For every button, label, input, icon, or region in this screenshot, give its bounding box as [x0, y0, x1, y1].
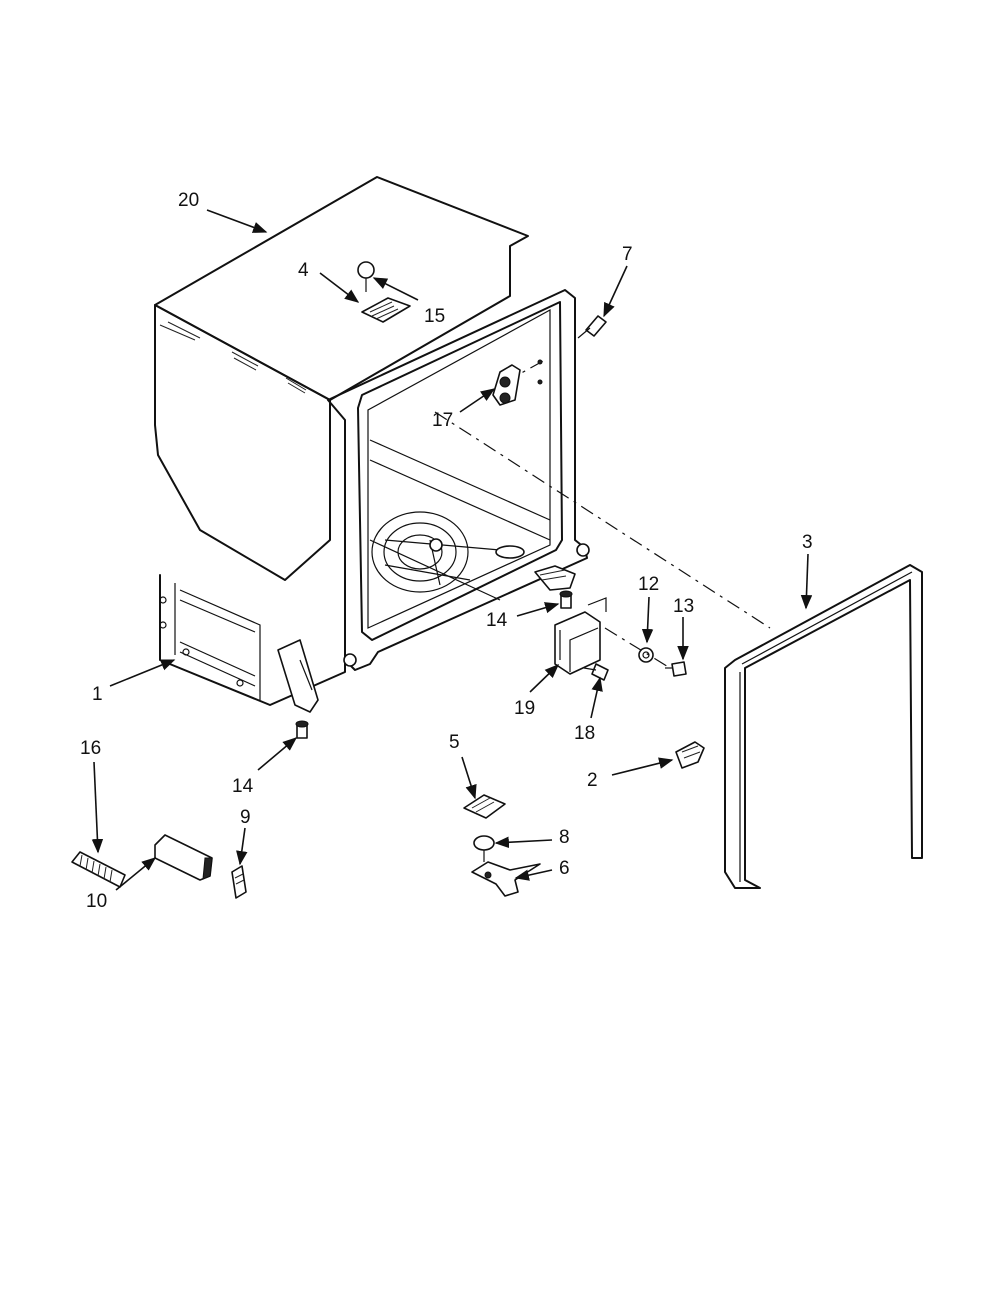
callout-8: 8 [559, 827, 570, 848]
callout-14-lower: 14 [232, 776, 254, 797]
callout-6: 6 [559, 858, 570, 879]
clip-2 [675, 741, 705, 769]
bracket-6 [471, 861, 541, 897]
callout-10: 10 [86, 891, 107, 912]
callout-1: 1 [92, 684, 103, 705]
door-seal [724, 564, 923, 889]
leader-lines [91, 209, 813, 891]
callout-17: 17 [432, 410, 453, 431]
leveling-leg-upper [559, 590, 573, 609]
callout-14-upper: 14 [486, 610, 508, 631]
screw-18 [583, 663, 609, 681]
screw-13 [665, 661, 687, 677]
callout-16: 16 [80, 738, 101, 759]
label-5 [463, 794, 506, 819]
callout-2: 2 [587, 770, 598, 791]
bracket-19 [554, 597, 607, 675]
callout-4: 4 [298, 260, 309, 281]
callout-5: 5 [449, 732, 460, 753]
callout-12: 12 [638, 574, 659, 595]
callout-7: 7 [622, 244, 633, 265]
callout-9: 9 [240, 807, 251, 828]
pad-10 [154, 834, 213, 881]
spring-16 [71, 851, 126, 888]
tub-assembly [154, 176, 771, 713]
screw-8 [473, 835, 495, 862]
callout-18: 18 [574, 723, 595, 744]
callout-19: 19 [514, 698, 535, 719]
callout-labels: 20 4 15 7 17 3 12 13 14 19 18 1 2 14 16 … [80, 190, 813, 912]
callout-3: 3 [802, 532, 813, 553]
callout-13: 13 [673, 596, 694, 617]
clip-9 [231, 865, 247, 899]
leveling-leg-lower [295, 720, 309, 739]
callout-15: 15 [424, 306, 445, 327]
callout-20: 20 [178, 190, 199, 211]
nut-12 [638, 647, 654, 663]
